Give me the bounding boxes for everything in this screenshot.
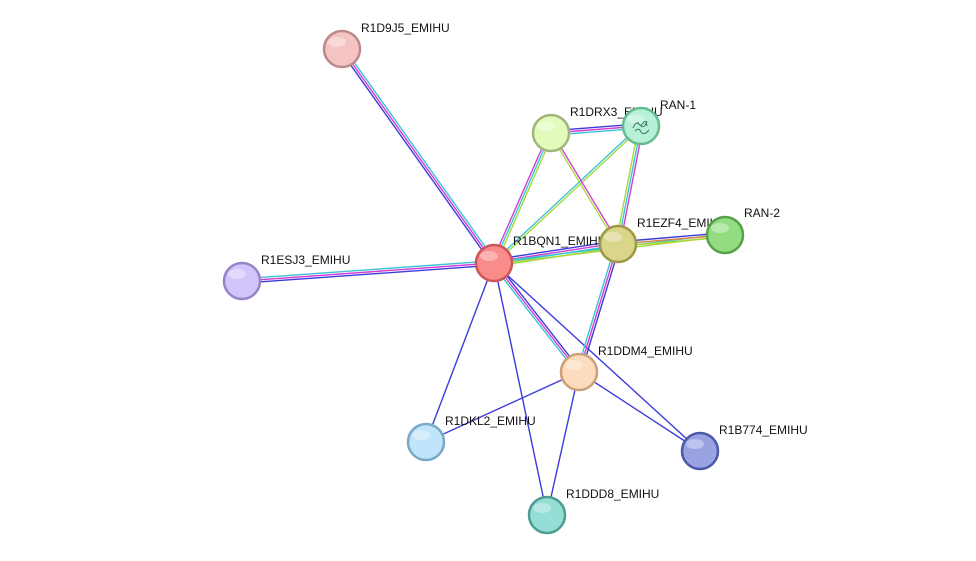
edge-evidence-line [343,47,497,263]
edge-r1bqn1-emihu-r1dkl2-emihu [425,262,495,443]
edge-evidence-line [549,133,618,245]
edge-evidence-line [494,126,643,265]
edge-evidence-line [495,261,582,372]
node-circle[interactable] [406,422,446,462]
edge-evidence-line [492,124,641,263]
node-label: R1DDM4_EMIHU [598,344,693,358]
node-layer: R1BQN1_EMIHUR1D9J5_EMIHUR1DRX3_EMIHURAN-… [222,21,808,535]
node-circle[interactable] [680,431,720,471]
edge-evidence-line [495,133,554,265]
node-gloss [565,360,583,370]
node-r1d9j5-emihu[interactable]: R1D9J5_EMIHU [322,21,450,69]
node-r1ezf4-emihu[interactable]: R1EZF4_EMIHU [598,216,727,264]
edge-evidence-line [425,262,495,443]
node-gloss [328,37,346,47]
node-circle[interactable] [222,261,262,301]
edge-evidence-line [491,263,578,374]
edge-r1bqn1-emihu-r1ddd8-emihu [493,262,548,516]
edge-evidence-line [339,49,493,265]
edge-evidence-line [493,262,548,516]
edge-evidence-line [491,131,550,263]
edge-evidence-line [241,262,495,282]
edge-evidence-line [615,125,640,244]
node-ran-1[interactable]: RAN-1 [621,98,696,146]
node-r1ddm4-emihu[interactable]: R1DDM4_EMIHU [559,344,693,392]
node-gloss [537,121,555,131]
edge-evidence-line [580,244,621,373]
node-gloss [627,114,645,124]
edge-evidence-line [576,243,617,372]
node-gloss [480,251,498,261]
protein-structure-icon [632,120,650,135]
edge-evidence-line [425,371,580,443]
node-r1ddd8-emihu[interactable]: R1DDD8_EMIHU [527,487,659,535]
node-gloss [412,430,430,440]
node-circle[interactable] [474,243,514,283]
node-gloss [604,232,622,242]
node-label: R1ESJ3_EMIHU [261,253,350,267]
node-circle[interactable] [598,224,638,264]
node-ran-2[interactable]: RAN-2 [705,206,780,255]
node-label: R1EZF4_EMIHU [637,216,727,230]
node-gloss [686,439,704,449]
edge-r1ddm4-emihu-r1dkl2-emihu [425,371,580,443]
node-r1b774-emihu[interactable]: R1B774_EMIHU [680,423,808,471]
edge-evidence-line [341,48,495,264]
edge-layer [241,47,726,516]
edge-r1drx3-emihu-r1ezf4-emihu [549,132,620,245]
node-gloss [533,503,551,513]
node-gloss [711,223,729,233]
edge-r1bqn1-emihu-r1esj3-emihu [241,260,495,284]
edge-evidence-line [546,371,580,516]
node-gloss [228,269,246,279]
edge-r1ddm4-emihu-r1b774-emihu [578,371,701,452]
node-circle[interactable] [531,113,571,153]
node-r1dkl2-emihu[interactable]: R1DKL2_EMIHU [406,414,536,462]
edge-evidence-line [578,371,701,452]
edge-evidence-line [493,262,580,373]
edge-r1bqn1-emihu-ran-1 [492,124,643,265]
edge-r1bqn1-emihu-r1ddm4-emihu [491,261,582,374]
node-label: R1DDD8_EMIHU [566,487,659,501]
node-label: R1DKL2_EMIHU [445,414,536,428]
node-label: R1B774_EMIHU [719,423,808,437]
edge-evidence-line [242,264,495,284]
node-r1esj3-emihu[interactable]: R1ESJ3_EMIHU [222,253,350,301]
edge-evidence-line [493,262,701,452]
edge-ran-1-r1ezf4-emihu [615,125,644,245]
edge-r1bqn1-emihu-r1d9j5-emihu [339,47,497,265]
edge-evidence-line [551,132,620,244]
edge-r1ezf4-emihu-r1ddm4-emihu [576,243,621,373]
node-label: R1D9J5_EMIHU [361,21,450,35]
edge-r1ddm4-emihu-r1ddd8-emihu [546,371,580,516]
edge-evidence-line [493,240,618,261]
edge-evidence-line [619,126,644,245]
node-label: RAN-1 [660,98,696,112]
node-label: R1BQN1_EMIHU [513,234,606,248]
node-circle[interactable] [559,352,599,392]
edge-evidence-line [578,243,619,373]
node-label: RAN-2 [744,206,780,220]
edge-r1bqn1-emihu-r1drx3-emihu [491,131,554,265]
node-circle[interactable] [527,495,567,535]
node-r1bqn1-emihu[interactable]: R1BQN1_EMIHU [474,234,606,283]
edge-evidence-line [241,260,494,280]
edge-r1bqn1-emihu-r1b774-emihu [493,262,701,452]
node-circle[interactable] [705,215,745,255]
node-circle[interactable] [322,29,362,69]
edge-evidence-line [617,125,642,245]
edge-evidence-line [493,132,552,264]
